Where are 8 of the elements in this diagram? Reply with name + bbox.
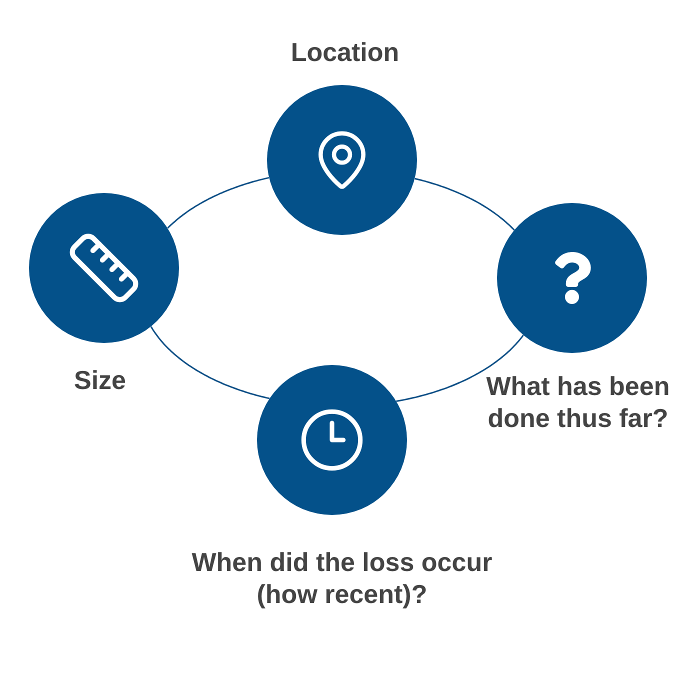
node-label: When did the loss occur (how recent)?: [190, 546, 494, 610]
connector-arc: [150, 326, 270, 400]
node-label: Location: [290, 36, 400, 68]
node-label: What has been done thus far?: [485, 370, 671, 434]
connector-arc: [396, 334, 524, 402]
connector-arc: [414, 178, 515, 231]
connector-arc: [167, 176, 270, 229]
node-label: Size: [72, 364, 128, 396]
